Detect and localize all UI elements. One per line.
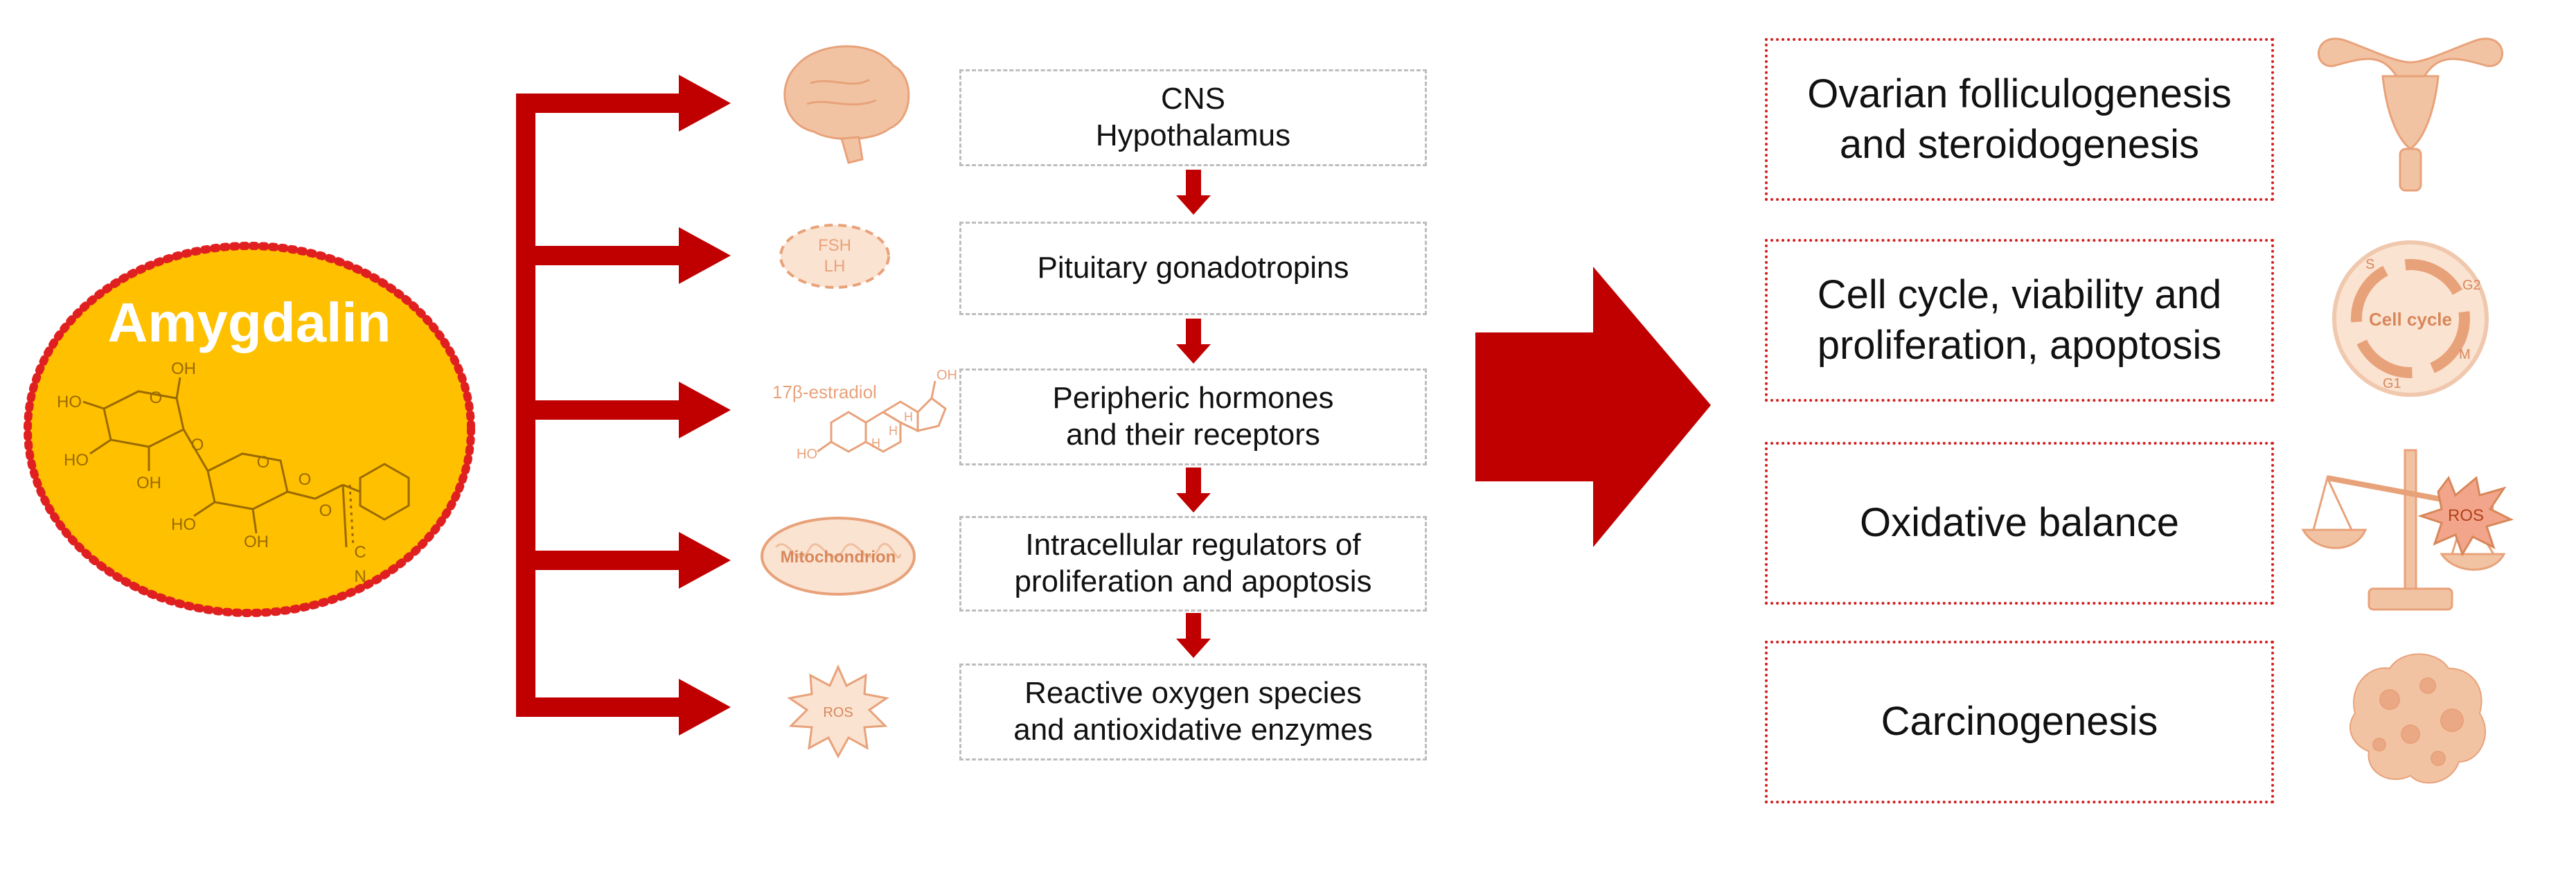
chem-label: OH: [136, 474, 161, 492]
down-arrow-shaft: [1186, 170, 1201, 197]
chem-label: H: [871, 436, 880, 450]
tumor-icon: [2349, 653, 2487, 784]
down-arrow-shaft: [1186, 319, 1201, 346]
target-line: proliferation and apoptosis: [1014, 564, 1372, 598]
target-line: Reactive oxygen species: [1024, 676, 1362, 711]
cell-cycle-center-label: Cell cycle: [2369, 309, 2452, 330]
target-line: Peripheric hormones: [1052, 381, 1334, 416]
target-line: Pituitary gonadotropins: [1037, 251, 1349, 285]
down-arrow-shaft: [1186, 468, 1201, 495]
branch-shaft-4: [516, 551, 679, 570]
mitochondrion-label: Mitochondrion: [781, 548, 896, 567]
outcome-line: Ovarian folliculogenesis: [1807, 71, 2232, 116]
pituitary-icon: FSH LH: [779, 224, 890, 289]
pituitary-fsh-label: FSH: [818, 236, 851, 255]
chem-label: HO: [797, 447, 817, 462]
down-arrow-head: [1176, 195, 1211, 215]
outcome-line: and steroidogenesis: [1839, 121, 2200, 167]
phase-m-label: M: [2459, 347, 2471, 362]
ros-label: ROS: [823, 705, 853, 720]
balance-scale-icon: ROS: [2301, 449, 2514, 611]
branch-shaft-3: [516, 400, 679, 420]
outcome-box-ovarian: Ovarian folliculogenesis and steroidogen…: [1765, 38, 2274, 201]
down-arrow-head: [1176, 493, 1211, 513]
amygdalin-structure-icon: [82, 377, 410, 548]
branch-head-2: [679, 227, 731, 284]
pituitary-lh-label: LH: [824, 257, 846, 276]
chain-arrows: [1176, 170, 1211, 658]
down-arrow-head: [1176, 639, 1211, 658]
target-line: Hypothalamus: [1095, 118, 1291, 152]
estradiol-labels: 17β-estradiol OH H H H HO: [772, 368, 957, 462]
down-arrow-head: [1176, 344, 1211, 364]
uterus-icon: [2318, 37, 2503, 192]
target-line: and their receptors: [1066, 418, 1320, 452]
amygdalin-title: Amygdalin: [107, 292, 391, 353]
branch-shaft-1: [516, 94, 679, 113]
target-box-intracellular: Intracellular regulators of proliferatio…: [959, 516, 1427, 612]
branch-head-3: [679, 382, 731, 438]
down-arrow-shaft: [1186, 613, 1201, 641]
ros-burst-icon: ROS: [787, 664, 889, 759]
cell-cycle-icon: Cell cycle S G2 M G1: [2332, 240, 2489, 397]
phase-s-label: S: [2365, 257, 2374, 272]
chem-label: OH: [244, 533, 269, 551]
chem-label: H: [904, 410, 913, 424]
outcome-box-oxidative: Oxidative balance: [1765, 442, 2274, 605]
target-box-ros: Reactive oxygen species and antioxidativ…: [959, 664, 1427, 760]
big-arrow-shaft: [1475, 332, 1597, 481]
target-box-cns: CNS Hypothalamus: [959, 69, 1427, 166]
chem-label: C: [354, 543, 366, 562]
branch-shaft-5: [516, 697, 679, 717]
estradiol-name-label: 17β-estradiol: [772, 382, 877, 402]
phase-g2-label: G2: [2462, 278, 2481, 293]
chem-label: O: [257, 453, 270, 472]
balance-ros-label: ROS: [2448, 506, 2484, 525]
chem-label: OH: [936, 368, 957, 383]
estradiol-icon: [817, 380, 947, 453]
chem-label: H: [889, 424, 898, 438]
target-line: and antioxidative enzymes: [1013, 713, 1373, 747]
chem-label: OH: [171, 359, 196, 378]
chem-label: O: [299, 470, 312, 489]
branch-shaft-2: [516, 246, 679, 265]
chem-label: O: [319, 501, 332, 520]
chem-label: O: [191, 436, 204, 454]
big-arrow: [1475, 267, 1711, 547]
outcome-box-cell-cycle: Cell cycle, viability and proliferation,…: [1765, 239, 2274, 402]
outcome-box-carcinogenesis: Carcinogenesis: [1765, 641, 2274, 803]
outcome-line: Oxidative balance: [1859, 500, 2180, 546]
outcome-line: Cell cycle, viability and: [1817, 272, 2222, 317]
target-box-pituitary: Pituitary gonadotropins: [959, 222, 1427, 315]
chem-label: N: [354, 567, 366, 586]
branch-head-5: [679, 679, 731, 736]
amygdalin-structure-labels: OH HO HO O O OH O HO O O OH C N: [57, 359, 366, 586]
brain-icon: [783, 45, 910, 164]
mitochondrion-icon: Mitochondrion: [761, 517, 916, 596]
branch-head-1: [679, 75, 731, 132]
outcome-line: proliferation, apoptosis: [1817, 322, 2222, 368]
target-line: CNS: [1161, 82, 1225, 116]
big-arrow-head: [1593, 267, 1711, 547]
branch-bus: [516, 75, 731, 736]
phase-g1-label: G1: [2383, 376, 2401, 391]
chem-label: HO: [57, 393, 82, 411]
chem-label: O: [150, 389, 163, 407]
amygdalin-ellipse: [24, 242, 475, 617]
target-line: Intracellular regulators of: [1025, 528, 1361, 562]
branch-head-4: [679, 532, 731, 589]
target-box-peripheric: Peripheric hormones and their receptors: [959, 368, 1427, 465]
outcome-line: Carcinogenesis: [1881, 699, 2158, 745]
chem-label: HO: [64, 451, 89, 470]
chem-label: HO: [171, 515, 196, 534]
